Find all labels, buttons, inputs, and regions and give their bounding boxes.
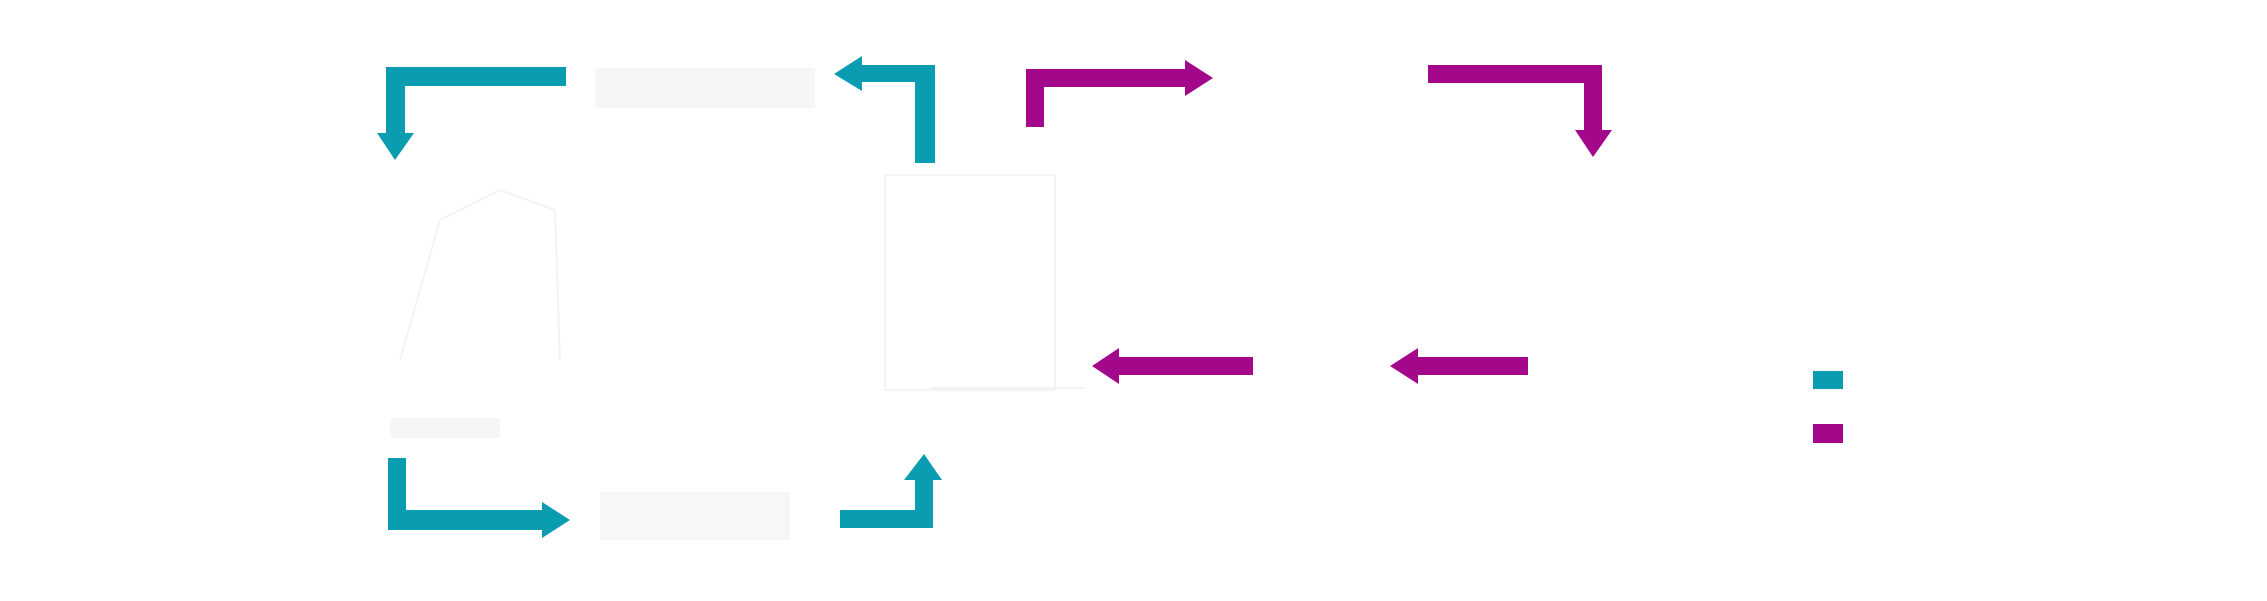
legend-swatch-teal: [1813, 371, 1843, 389]
teal-arrow-top-right: [834, 56, 935, 163]
faint-block-left: [390, 418, 500, 438]
legend-swatch-magenta: [1813, 424, 1843, 443]
magenta-arrow-middle-right: [1390, 348, 1528, 384]
magenta-arrow-middle-left: [1092, 348, 1253, 384]
legend: [1813, 371, 1843, 443]
magenta-arrow-top-far-right: [1428, 65, 1612, 157]
teal-arrow-group: [377, 56, 942, 538]
faint-left-figure: [399, 188, 561, 361]
faint-center-box: [884, 174, 1056, 391]
magenta-arrow-group: [1026, 60, 1612, 384]
teal-arrow-bottom-right: [840, 454, 942, 528]
faint-block-bottom: [600, 492, 790, 540]
faint-background-artwork: [390, 68, 1085, 540]
teal-arrow-bottom-left: [388, 458, 570, 538]
magenta-arrow-top: [1026, 60, 1213, 127]
faint-block-top: [595, 68, 815, 108]
teal-arrow-top-left: [377, 67, 566, 160]
